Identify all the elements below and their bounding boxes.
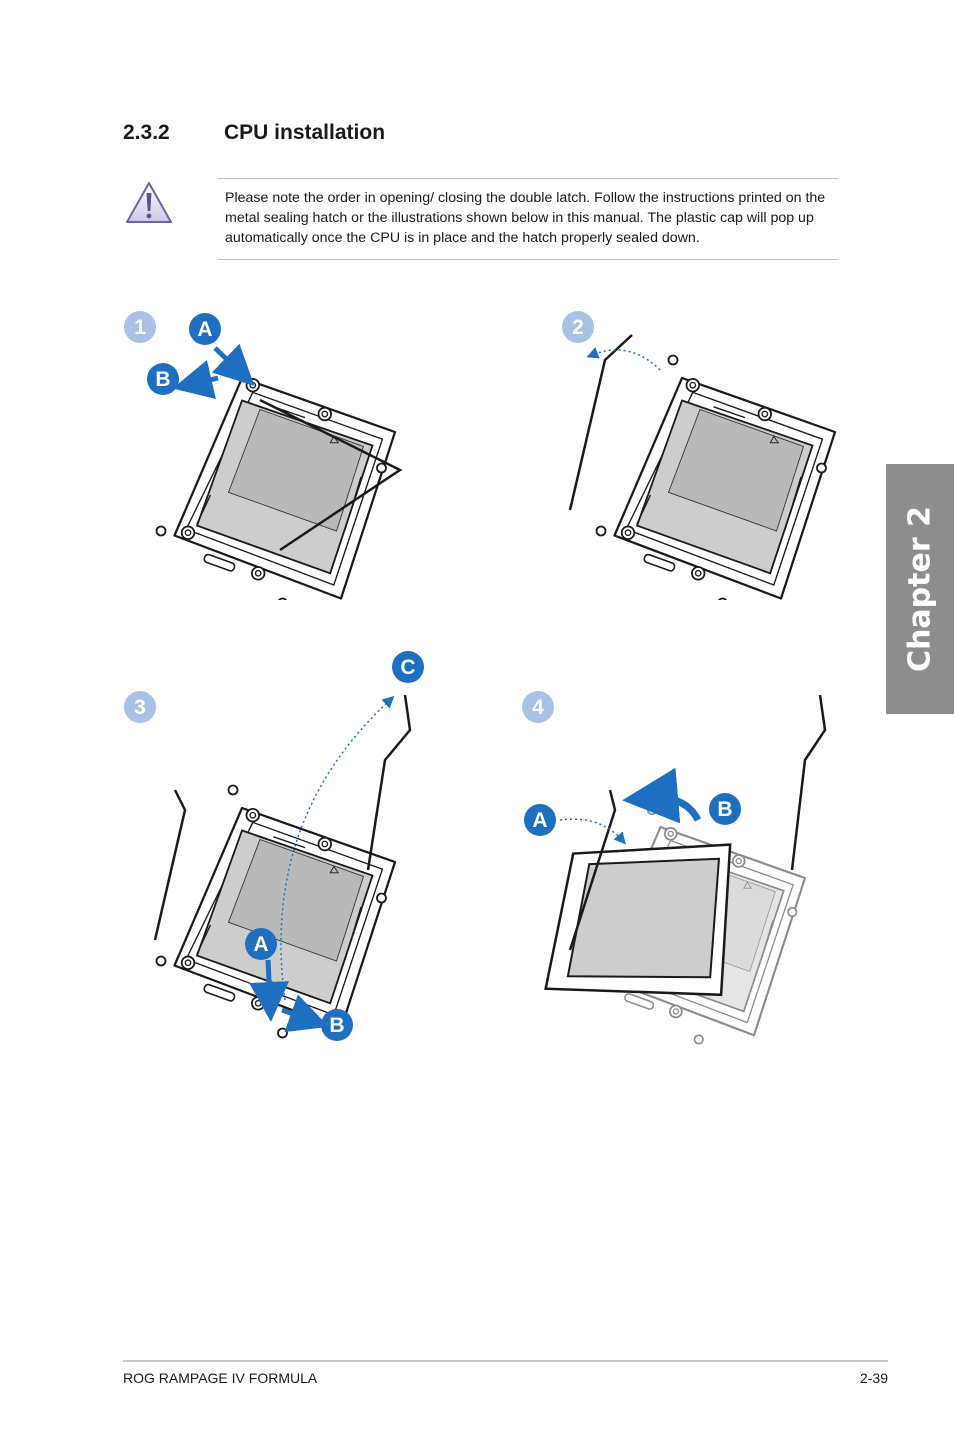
warning-triangle-icon <box>126 182 172 223</box>
step-2-figure <box>568 334 837 600</box>
step-2-number: 2 <box>572 316 584 339</box>
note-box: Please note the order in opening/ closin… <box>218 178 838 260</box>
footer-divider <box>123 1360 888 1362</box>
step-2-badge: 2 <box>562 311 594 343</box>
step-1-badge-a: A <box>189 313 221 345</box>
svg-text:A: A <box>532 809 547 832</box>
svg-text:A: A <box>197 318 212 341</box>
note-text: Please note the order in opening/ closin… <box>225 190 826 246</box>
step-3-badge-b: B <box>321 1009 353 1041</box>
section-number: 2.3.2 <box>123 121 170 144</box>
step-3-badge-a: A <box>245 928 277 960</box>
chapter-tab: Chapter 2 <box>886 464 954 714</box>
svg-text:B: B <box>717 798 732 821</box>
step-1-badge-b: B <box>147 363 179 395</box>
step-4-badge-a: A <box>524 804 556 836</box>
chapter-tab-label: Chapter 2 <box>902 506 938 672</box>
svg-text:B: B <box>329 1014 344 1037</box>
svg-text:A: A <box>253 933 268 956</box>
step-3-badge: 3 <box>124 691 156 723</box>
svg-text:B: B <box>155 368 170 391</box>
footer-product-name: ROG RAMPAGE IV FORMULA <box>123 1370 318 1386</box>
step-4-number: 4 <box>532 696 544 719</box>
step-3-figure <box>153 694 412 1039</box>
step-4-badge: 4 <box>522 691 554 723</box>
footer-page-number: 2-39 <box>859 1370 888 1386</box>
step-3-number: 3 <box>134 696 146 719</box>
svg-text:C: C <box>400 656 415 679</box>
step-1-number: 1 <box>134 316 146 339</box>
step-4-badge-b: B <box>709 793 741 825</box>
section-title: CPU installation <box>224 121 386 144</box>
step-4-figure <box>544 694 827 1045</box>
step-1-badge: 1 <box>124 311 156 343</box>
step-1-figure <box>155 343 403 600</box>
step-3-badge-c: C <box>392 651 424 683</box>
